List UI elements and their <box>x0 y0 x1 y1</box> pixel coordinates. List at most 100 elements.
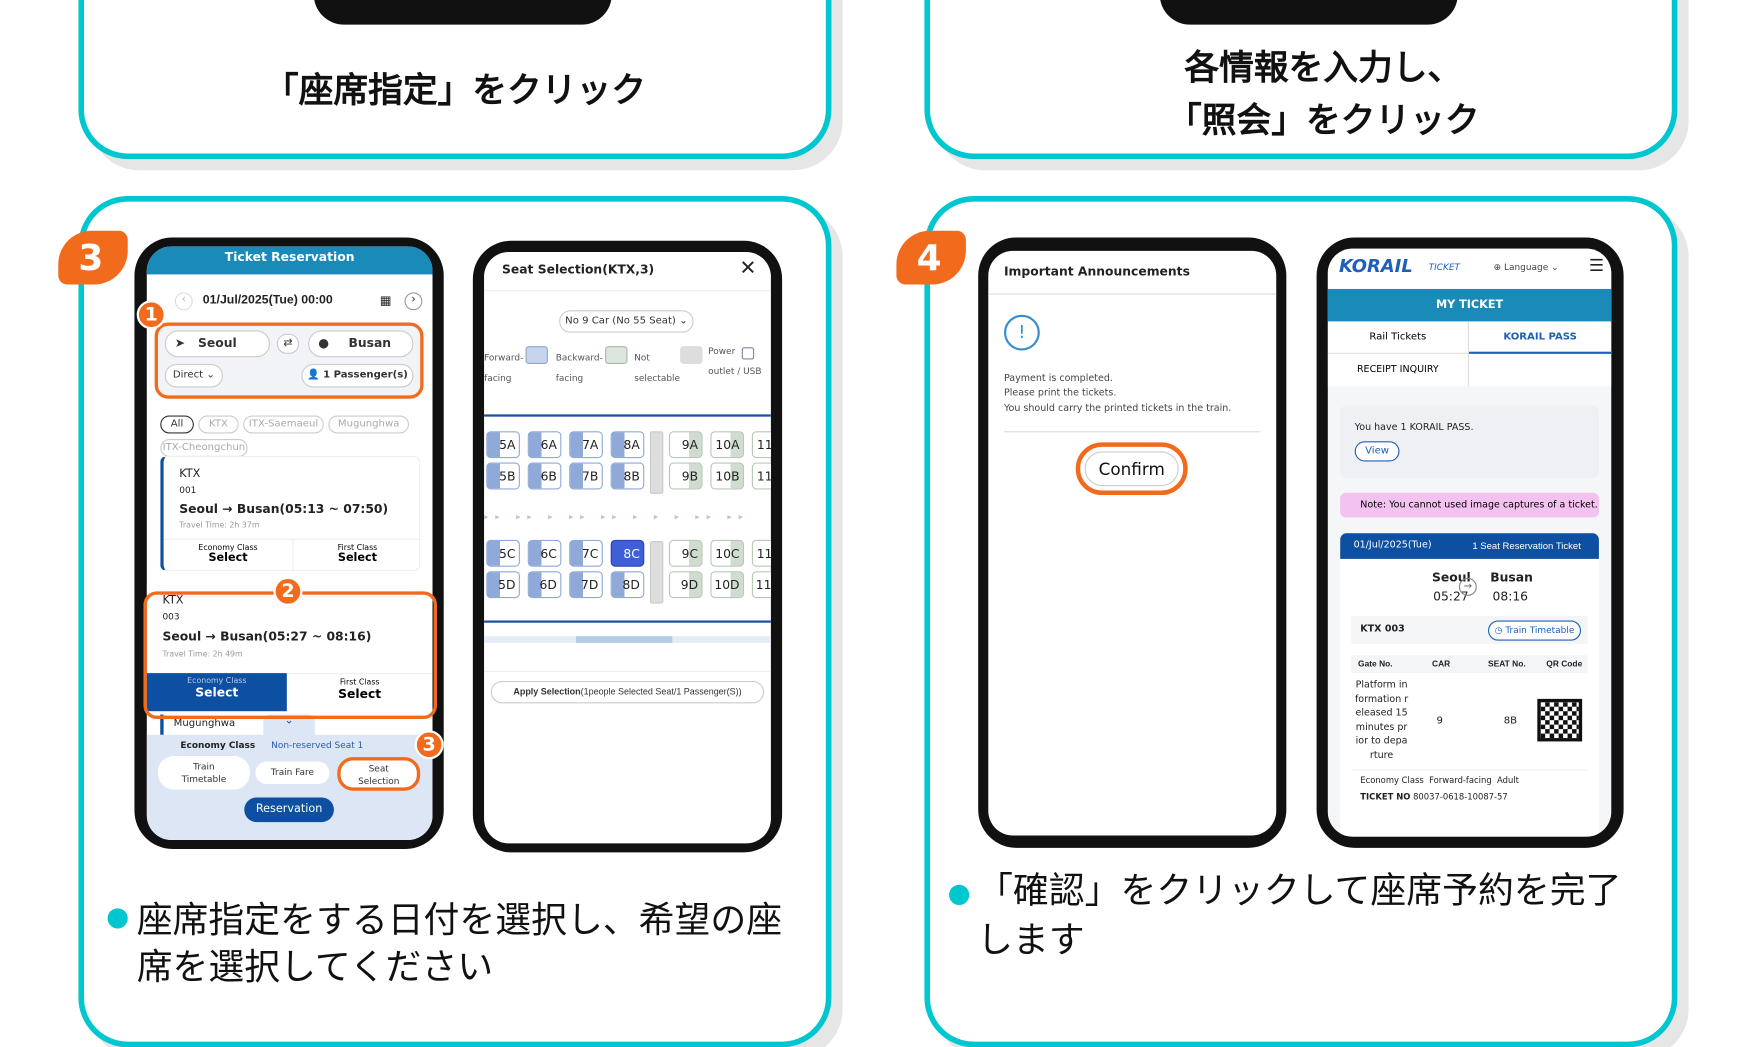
ticket-card[interactable]: 01/Jul/2025(Tue) 1 Seat Reservation Tick… <box>1340 533 1599 837</box>
navigate-icon: ➤ <box>174 336 186 351</box>
bullet-icon <box>949 884 970 905</box>
seat-8D[interactable]: 8D <box>610 571 645 599</box>
globe-icon: ⊕ <box>1493 262 1502 273</box>
phone-seat-selection: Seat Selection(KTX,3) ✕ No 9 Car (No 55 … <box>472 240 783 853</box>
phone-bottom <box>1159 0 1458 25</box>
seat-9A[interactable]: 9A <box>668 431 703 459</box>
next-day-button[interactable]: › <box>404 292 423 311</box>
seat-7C[interactable]: 7C <box>569 539 603 567</box>
arrival-station[interactable]: ●Busan <box>308 330 414 358</box>
highlight-box-2 <box>143 591 437 720</box>
filter-itx-cheongchun[interactable]: ITX-Cheongchun <box>160 439 248 457</box>
menu-icon[interactable]: ☰ <box>1588 255 1604 276</box>
seat-10D[interactable]: 10D <box>710 571 745 599</box>
gate-info-line: eleased 15 <box>1355 707 1408 720</box>
seat-8C[interactable]: 8C <box>610 539 645 567</box>
train-timetable-button[interactable]: ◷ Train Timetable <box>1488 620 1582 641</box>
gate-info-line: Platform in <box>1355 679 1408 692</box>
language-select[interactable]: ⊕ Language ⌄ <box>1493 262 1559 273</box>
pin-icon: ● <box>318 336 329 351</box>
arrow-right-icon: → <box>1458 577 1477 596</box>
horizontal-scrollbar[interactable] <box>484 636 771 643</box>
seat-9B[interactable]: 9B <box>668 462 703 490</box>
seat-9D[interactable]: 9D <box>668 571 703 599</box>
departure-station[interactable]: ➤Seoul <box>164 330 271 358</box>
seat-10B[interactable]: 10B <box>710 462 745 490</box>
reservation-screen: Ticket Reservation ‹ 01/Jul/2025(Tue) 00… <box>146 246 433 840</box>
swap-stations-button[interactable]: ⇄ <box>276 333 300 354</box>
reservation-button[interactable]: Reservation <box>244 797 334 823</box>
screen-title: Ticket Reservation <box>224 249 355 265</box>
gate-info-line: ior to depa <box>1355 735 1408 748</box>
seat-8B[interactable]: 8B <box>610 462 645 490</box>
seat-7A[interactable]: 7A <box>569 431 603 459</box>
prev-day-button[interactable]: ‹ <box>174 292 193 311</box>
seat-11D[interactable]: 11D <box>751 571 771 599</box>
seat-8A[interactable]: 8A <box>610 431 645 459</box>
seat-11C[interactable]: 11C <box>751 539 771 567</box>
seat-9C[interactable]: 9C <box>668 539 703 567</box>
collapse-sheet-button[interactable]: ⌄ <box>263 714 315 735</box>
car-select[interactable]: No 9 Car (No 55 Seat) ⌄ <box>559 310 694 333</box>
forward-seat-legend-icon <box>525 346 548 364</box>
marker-3: 3 <box>414 730 444 760</box>
marker-2: 2 <box>273 576 303 606</box>
step-caption-line2: 「照会」をクリック <box>1167 100 1480 142</box>
seat-6A[interactable]: 6A <box>527 431 562 459</box>
next-train-label: Mugunghwa <box>173 717 236 730</box>
tab-receipt-inquiry[interactable]: RECEIPT INQUIRY <box>1327 353 1469 387</box>
seat-10C[interactable]: 10C <box>710 539 745 567</box>
seat-10A[interactable]: 10A <box>710 431 745 459</box>
route-type-select[interactable]: Direct ⌄ <box>164 364 223 388</box>
aisle: ▸▸ ▸▸ ▸ ▸▸ ▸▸ ▸ ▸ ▸ ▸▸ ▸▸ <box>484 511 750 522</box>
seat-6B[interactable]: 6B <box>527 462 562 490</box>
seat-selection-screen: Seat Selection(KTX,3) ✕ No 9 Car (No 55 … <box>484 252 771 844</box>
seat-selection-button[interactable]: Seat Selection <box>337 757 421 791</box>
confirm-button[interactable]: Confirm <box>1075 442 1188 496</box>
train-card-selected[interactable]: KTX 003 Seoul → Busan(05:27 ~ 08:16) Tra… <box>146 585 433 712</box>
filter-itx-saemaeul[interactable]: ITX-Saemaeul <box>243 415 324 434</box>
apply-selection-button[interactable]: Apply Selection(1people Selected Seat/1 … <box>490 680 765 704</box>
seat-11B[interactable]: 11B <box>751 462 771 490</box>
calendar-icon[interactable]: ▦ <box>379 293 392 308</box>
train-timetable-button[interactable]: Train Timetable <box>157 756 250 790</box>
clock-icon: ◷ <box>1494 624 1503 636</box>
seat-5A[interactable]: 5A <box>486 431 520 459</box>
announcement-screen: Important Announcements ! Payment is com… <box>988 250 1277 836</box>
highlight-box-1 <box>154 322 424 399</box>
step4-badge: 4 <box>896 230 966 285</box>
my-ticket-band: MY TICKET <box>1327 288 1612 322</box>
view-pass-button[interactable]: View <box>1354 441 1400 462</box>
train-fare-button[interactable]: Train Fare <box>255 761 330 784</box>
seat-5B[interactable]: 5B <box>486 462 520 490</box>
seat-5C[interactable]: 5C <box>486 539 520 567</box>
seat-6C[interactable]: 6C <box>527 539 562 567</box>
tab-rail-tickets[interactable]: Rail Tickets <box>1327 321 1469 354</box>
korail-logo[interactable]: KORAIL <box>1338 255 1413 277</box>
date-label[interactable]: 01/Jul/2025(Tue) 00:00 <box>202 293 333 307</box>
seat-11A[interactable]: 11A <box>751 431 771 459</box>
seat-7D[interactable]: 7D <box>569 571 603 599</box>
close-icon[interactable]: ✕ <box>739 256 757 280</box>
tab-korail-pass[interactable]: KORAIL PASS <box>1468 321 1612 354</box>
step3-badge: 3 <box>58 230 128 285</box>
seat-7B[interactable]: 7B <box>569 462 603 490</box>
passenger-select[interactable]: 👤 1 Passenger(s) <box>301 364 414 388</box>
info-icon: ! <box>1003 314 1040 351</box>
step-caption: 「座席指定」をクリック <box>263 70 646 111</box>
unavailable-seat-legend-icon <box>680 346 703 364</box>
my-ticket-screen: KORAIL TICKET ⊕ Language ⌄ ☰ MY TICKET R… <box>1327 248 1612 837</box>
bullet-icon <box>107 908 128 929</box>
train-card[interactable]: KTX 001 Seoul → Busan(05:13 ~ 07:50) Tra… <box>160 455 422 572</box>
seat-6D[interactable]: 6D <box>527 571 562 599</box>
filter-ktx[interactable]: KTX <box>198 415 239 434</box>
filter-mugunghwa[interactable]: Mugunghwa <box>328 415 409 434</box>
phone-my-ticket: KORAIL TICKET ⊕ Language ⌄ ☰ MY TICKET R… <box>1316 237 1624 848</box>
gate-info-line: rture <box>1369 749 1394 762</box>
seat-5D[interactable]: 5D <box>486 571 520 599</box>
filter-all[interactable]: All <box>160 415 194 434</box>
